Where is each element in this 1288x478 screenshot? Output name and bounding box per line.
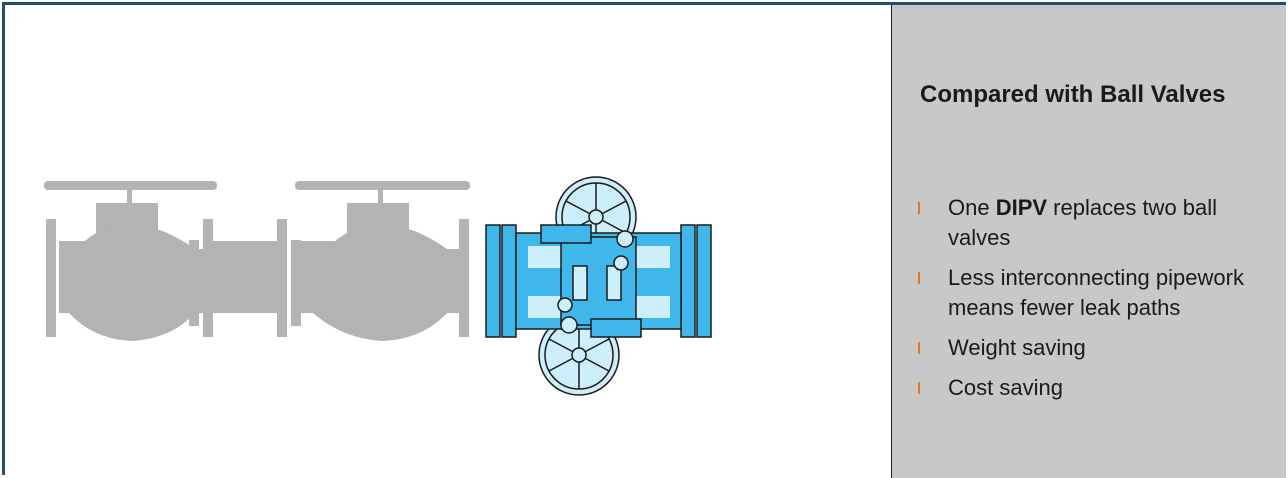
- flange: [501, 224, 517, 338]
- list-item: Less interconnecting pipework means fewe…: [918, 263, 1278, 323]
- flange: [291, 240, 301, 326]
- panel-title: Compared with Ball Valves: [920, 81, 1226, 108]
- flange: [459, 219, 469, 337]
- flange: [680, 224, 696, 338]
- dipv-valve: [485, 176, 712, 396]
- bullet-marker: [918, 272, 920, 284]
- handle-bar: [295, 181, 470, 190]
- valve-body: [301, 225, 459, 341]
- flange: [189, 240, 199, 326]
- bullet-text: Weight saving: [948, 335, 1086, 360]
- flange: [46, 219, 56, 337]
- comparison-panel: Compared with Ball Valves One DIPV repla…: [891, 5, 1286, 478]
- handle-stem: [127, 190, 132, 203]
- ball-valve-right: [277, 181, 470, 341]
- interconnecting-pipe: [213, 241, 277, 313]
- flange: [696, 224, 712, 338]
- flange: [59, 241, 69, 313]
- benefit-list: One DIPV replaces two ball valves Less i…: [918, 193, 1278, 403]
- valve-body: [69, 225, 209, 341]
- bullet-text: One DIPV replaces two ball valves: [948, 195, 1218, 250]
- bullet-text: Less interconnecting pipework means fewe…: [948, 265, 1244, 320]
- list-item: Cost saving: [918, 373, 1278, 403]
- bullet-marker: [918, 342, 920, 354]
- handle-stem: [378, 190, 383, 203]
- actuator-top: [540, 224, 592, 244]
- bullet-marker: [918, 202, 920, 214]
- flange: [485, 224, 501, 338]
- handle-bar: [44, 181, 217, 190]
- actuator-bottom: [590, 318, 642, 338]
- valve-comparison-illustration: [44, 176, 712, 396]
- ball-valve-left: [44, 181, 217, 341]
- list-item: One DIPV replaces two ball valves: [918, 193, 1278, 253]
- flange: [277, 219, 287, 337]
- list-item: Weight saving: [918, 333, 1278, 363]
- flange: [203, 219, 213, 337]
- bullet-text: Cost saving: [948, 375, 1063, 400]
- bullet-marker: [918, 382, 920, 394]
